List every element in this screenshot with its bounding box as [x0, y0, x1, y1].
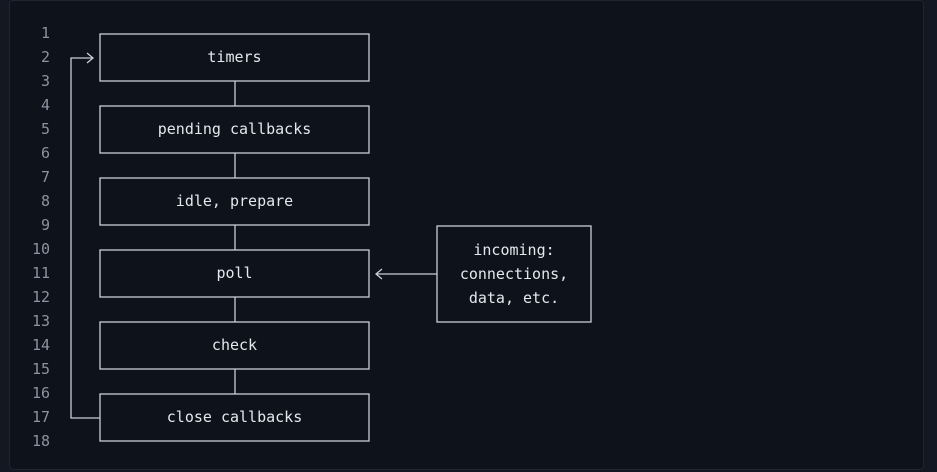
phase-label-timers: timers: [207, 48, 262, 66]
incoming-label-line3: data, etc.: [468, 289, 560, 307]
incoming-label-line2: connections,: [459, 265, 569, 283]
line-number: 7: [40, 168, 50, 186]
incoming-label-line1: incoming:: [473, 241, 555, 259]
phase-label-pending-callbacks: pending callbacks: [157, 120, 312, 138]
line-number: 5: [40, 120, 50, 138]
line-number: 15: [31, 360, 50, 378]
code-block: 1 2 3 4 5 6 7 8 9 10 11 12 13 14 15 16 1…: [9, 0, 924, 470]
phase-label-check: check: [211, 336, 258, 354]
phase-label-poll: poll: [216, 264, 253, 282]
line-number: 9: [40, 216, 50, 234]
line-number: 16: [31, 384, 50, 402]
line-number: 11: [31, 264, 50, 282]
loop-back-line: [70, 57, 100, 419]
line-number: 3: [40, 72, 50, 90]
line-number: 13: [31, 312, 50, 330]
phase-label-close-callbacks: close callbacks: [166, 408, 303, 426]
line-number: 12: [31, 288, 50, 306]
loop-arrow-head: [86, 52, 95, 64]
line-number: 8: [40, 192, 50, 210]
line-number: 1: [40, 24, 50, 42]
line-number: 18: [31, 432, 50, 450]
line-number: 4: [40, 96, 50, 114]
incoming-arrow-head: [374, 268, 383, 280]
phase-label-idle-prepare: idle, prepare: [175, 192, 294, 210]
line-number: 2: [40, 48, 50, 66]
line-number: 17: [31, 408, 50, 426]
line-number: 14: [31, 336, 50, 354]
line-number: 10: [31, 240, 50, 258]
event-loop-diagram: [70, 33, 592, 442]
line-number: 6: [40, 144, 50, 162]
